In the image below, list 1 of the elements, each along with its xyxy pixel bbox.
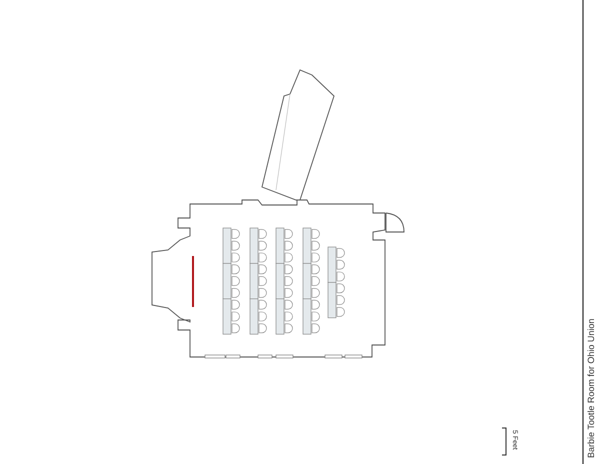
room-title: Barbie Tootle Room for Ohio Union xyxy=(586,318,596,458)
